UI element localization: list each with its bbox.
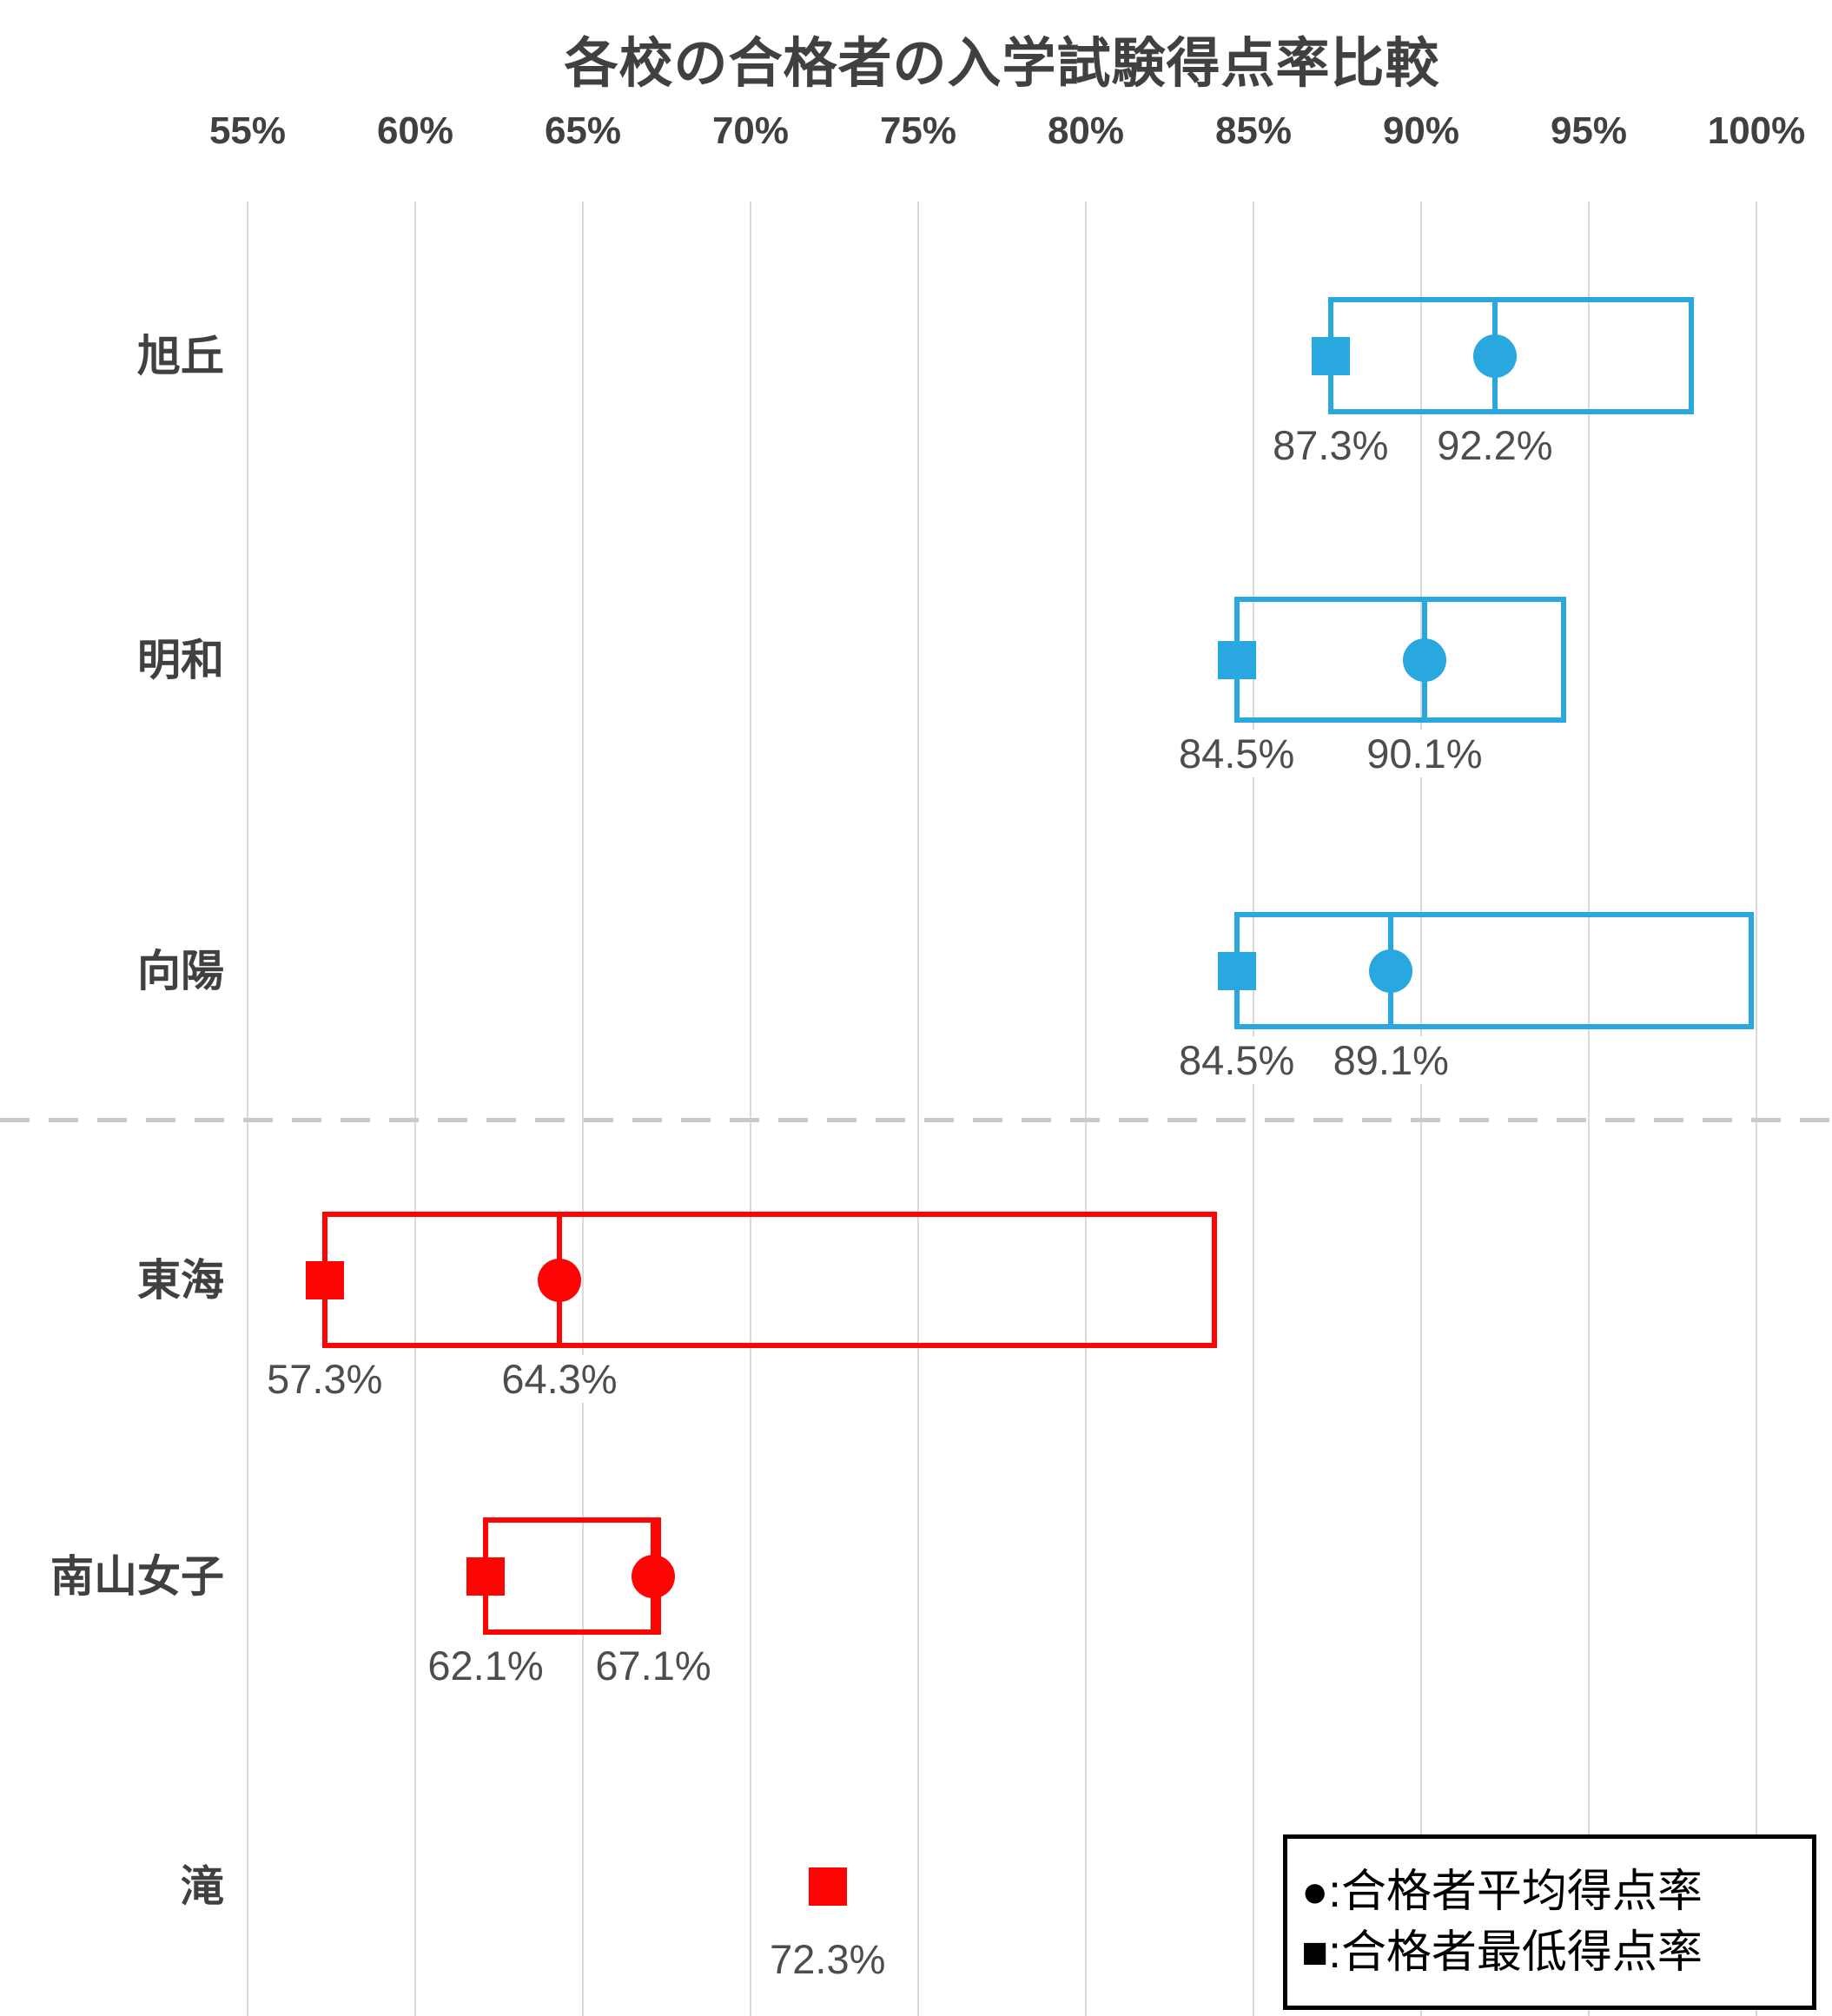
gridline	[1420, 202, 1422, 2016]
school-label: 明和	[137, 635, 224, 684]
gridline	[917, 202, 919, 2016]
avg-value-label: 90.1%	[1358, 730, 1491, 777]
range-box	[321, 1212, 1218, 1348]
legend-min-label: ■:合格者最低得点率	[1301, 1927, 1703, 1978]
axis-tick-label: 60%	[376, 109, 454, 152]
axis-tick-label: 55%	[208, 109, 287, 152]
min-value-label: 87.3%	[1264, 421, 1398, 469]
school-label: 旭丘	[137, 331, 224, 380]
chart-title: 各校の合格者の入学試験得点率比較	[564, 34, 1440, 94]
avg-marker-circle	[1472, 334, 1517, 378]
avg-value-label: 92.2%	[1428, 421, 1562, 469]
avg-marker-circle	[632, 1554, 676, 1598]
gridline	[582, 202, 584, 2016]
gridline	[1253, 202, 1254, 2016]
gridline	[247, 202, 248, 2016]
axis-tick-label: 90%	[1382, 109, 1460, 152]
min-value-label: 57.3%	[258, 1355, 392, 1403]
axis-tick-label: 95%	[1550, 109, 1628, 152]
min-marker-square	[1217, 951, 1256, 990]
avg-value-label: 64.3%	[493, 1355, 626, 1403]
min-marker-square	[1217, 640, 1256, 679]
legend-box: ●:合格者平均得点率 ■:合格者最低得点率	[1283, 1834, 1816, 2010]
school-label: 向陽	[137, 946, 224, 995]
avg-marker-circle	[1402, 638, 1446, 682]
gridline	[1588, 202, 1590, 2016]
school-label: 滝	[181, 1862, 224, 1911]
min-marker-square	[305, 1260, 344, 1299]
range-box	[1233, 912, 1754, 1029]
min-value-label: 84.5%	[1170, 730, 1304, 777]
min-marker-square	[466, 1557, 506, 1596]
category-separator	[0, 1118, 1832, 1122]
axis-tick-label: 65%	[544, 109, 622, 152]
avg-value-label: 67.1%	[586, 1642, 720, 1689]
min-marker-square	[808, 1867, 847, 1906]
school-label: 東海	[137, 1255, 224, 1305]
axis-tick-label: 100%	[1707, 109, 1806, 152]
min-value-label: 84.5%	[1170, 1036, 1304, 1084]
range-box	[1233, 597, 1566, 723]
legend-avg-label: ●:合格者平均得点率	[1301, 1866, 1703, 1917]
gridline	[750, 202, 751, 2016]
axis-tick-label: 85%	[1214, 109, 1293, 152]
min-marker-square	[1311, 336, 1350, 375]
avg-marker-circle	[537, 1258, 581, 1302]
gridline	[1085, 202, 1087, 2016]
axis-tick-label: 70%	[711, 109, 790, 152]
axis-tick-label: 80%	[1047, 109, 1125, 152]
min-value-label: 62.1%	[419, 1642, 552, 1689]
gridline	[414, 202, 416, 2016]
avg-marker-circle	[1369, 949, 1413, 993]
school-label: 南山女子	[50, 1551, 224, 1601]
avg-value-label: 89.1%	[1324, 1036, 1458, 1084]
gridline	[1756, 202, 1757, 2016]
axis-tick-label: 75%	[879, 109, 957, 152]
min-value-label: 72.3%	[761, 1935, 895, 1983]
